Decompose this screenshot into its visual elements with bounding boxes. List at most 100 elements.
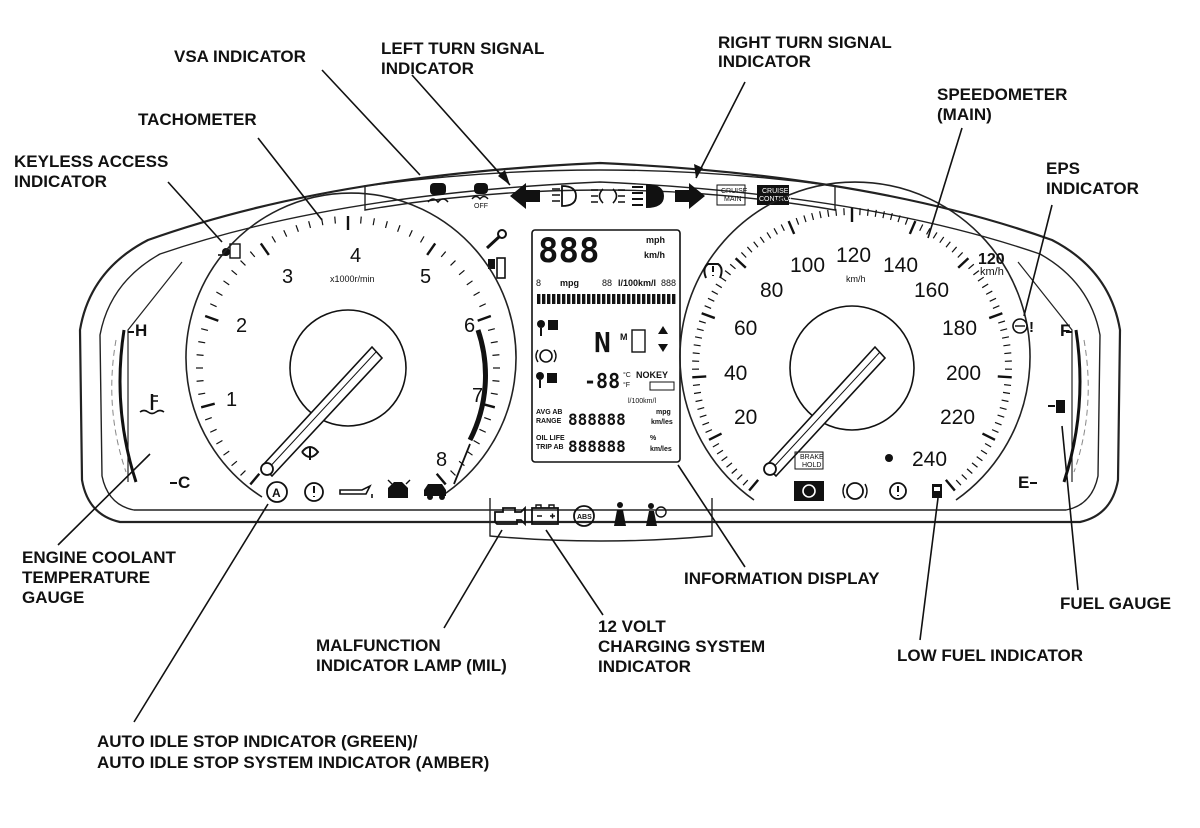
coolant-temp-icon	[139, 394, 165, 415]
speed-tick	[729, 263, 736, 270]
bar-segment	[537, 294, 541, 304]
cruise-main-icon: CRUISE MAIN	[716, 184, 748, 206]
speed-tick	[773, 227, 778, 235]
speed-tick	[707, 297, 715, 302]
speed-tick	[951, 246, 958, 253]
speed-tick	[976, 456, 983, 462]
speed-tick	[997, 414, 1005, 418]
speed-tick	[977, 276, 985, 282]
speed-tick	[753, 241, 759, 248]
speed-number-100: 100	[790, 254, 825, 277]
bar-segment	[547, 294, 551, 304]
outside-temp: -88	[584, 369, 620, 393]
svg-text:8: 8	[536, 278, 541, 288]
brake-system-icon	[842, 482, 868, 500]
charging-label-line3: INDICATOR	[598, 657, 691, 676]
coolant-label-line3: GAUGE	[22, 588, 84, 607]
seatbelt-reminder-icon	[614, 502, 626, 526]
left-turn-label-line2: INDICATOR	[381, 59, 474, 78]
speed-unit: km/h	[846, 274, 866, 284]
speed-tick	[966, 468, 973, 474]
speed-digits: 888	[538, 231, 599, 271]
tach-tick	[209, 303, 217, 308]
shift-up-down-icon	[658, 326, 668, 352]
tach-tick	[492, 354, 500, 356]
bar-segment	[667, 294, 671, 304]
right-turn-label-line1: RIGHT TURN SIGNAL	[718, 33, 892, 52]
security-car-icon	[424, 484, 446, 500]
speedometer-label-line1: SPEEDOMETER	[937, 85, 1067, 104]
bar-segment	[627, 294, 631, 304]
speed-tick	[736, 474, 743, 480]
speed-tick	[698, 320, 706, 324]
speed-tick	[708, 432, 723, 441]
svg-text:°C: °C	[623, 371, 631, 379]
tach-tick	[204, 417, 212, 421]
svg-text:HOLD: HOLD	[802, 462, 821, 469]
tach-tick	[466, 280, 473, 286]
bar-segment	[587, 294, 591, 304]
tach-tick	[360, 216, 362, 224]
tach-tick	[231, 460, 238, 467]
speed-tick	[1000, 328, 1008, 332]
svg-text:MAIN: MAIN	[724, 196, 742, 203]
door-open-icon	[387, 479, 411, 498]
tach-tick	[372, 218, 375, 226]
speed-tick	[932, 232, 938, 239]
svg-text:mph: mph	[646, 235, 665, 245]
tach-number-2: 2	[236, 315, 247, 337]
temp-cold-label: C	[178, 473, 190, 492]
speed-tick	[716, 449, 724, 455]
tach-tick	[223, 280, 230, 286]
speed-tick	[955, 479, 962, 486]
speed-tick	[705, 429, 713, 433]
tach-tick	[308, 221, 312, 229]
oil-pressure-icon	[339, 484, 373, 498]
svg-text:888: 888	[661, 278, 676, 288]
tach-tick	[484, 417, 492, 421]
bar-segment	[567, 294, 571, 304]
fuel-pump-icon	[1048, 400, 1065, 413]
tach-tick	[223, 450, 230, 456]
tach-tick	[450, 470, 456, 476]
tachometer-label: TACHOMETER	[138, 110, 257, 129]
speedometer-label-line2: (MAIN)	[937, 105, 992, 124]
tach-number-7: 7	[472, 385, 483, 407]
speed-tick	[721, 456, 728, 462]
speed-tick	[766, 232, 772, 239]
eps-icon: !	[1012, 318, 1034, 336]
speed-tick	[702, 421, 710, 426]
tach-number-6: 6	[464, 315, 475, 337]
fuel-economy-bar-graph	[537, 294, 676, 304]
idle-stop-label-line2: AUTO IDLE STOP SYSTEM INDICATOR (AMBER)	[97, 753, 489, 772]
oil-trip-digits: 888888	[568, 437, 626, 456]
speed-tick	[999, 407, 1007, 410]
speed-tick	[692, 352, 700, 355]
svg-text:km/les: km/les	[651, 419, 673, 426]
mil-label-line1: MALFUNCTION	[316, 636, 441, 655]
speed-number-80: 80	[760, 279, 783, 302]
svg-text:!: !	[1029, 319, 1034, 336]
bar-segment	[647, 294, 651, 304]
speed-tick	[696, 328, 704, 332]
speed-tick	[992, 305, 1000, 309]
speed-tick	[699, 414, 707, 418]
vsa-off-label: OFF	[474, 203, 488, 210]
low-fuel-icon	[932, 484, 942, 498]
bar-segment	[557, 294, 561, 304]
key-icon	[537, 320, 558, 336]
tach-number-1: 1	[226, 389, 237, 411]
keyless-label-line2: INDICATOR	[14, 172, 107, 191]
bar-segment	[577, 294, 581, 304]
speed-tick	[695, 399, 703, 403]
speed-tick	[957, 257, 970, 269]
speed-tick	[759, 236, 765, 244]
tach-unit: x1000r/min	[330, 274, 375, 284]
speed-tick	[961, 474, 968, 480]
speed-number-160: 160	[914, 279, 949, 302]
bar-segment	[592, 294, 596, 304]
speed-tick	[780, 224, 785, 232]
svg-text:km/h: km/h	[644, 250, 665, 260]
bar-segment	[542, 294, 546, 304]
bar-segment	[632, 294, 636, 304]
